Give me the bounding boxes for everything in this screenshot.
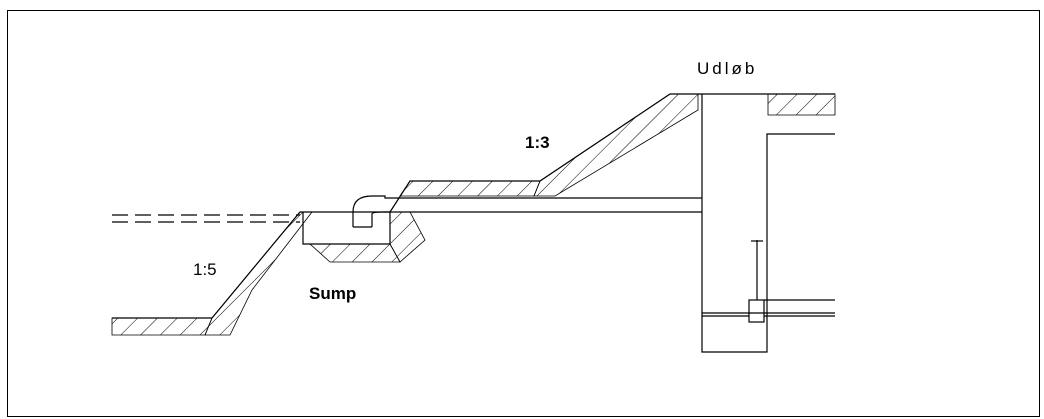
lower-slope-ratio-label: 1:5 [193, 260, 217, 279]
frame-top-left-segment [7, 10, 112, 11]
frame-top-main-segment [112, 10, 944, 11]
frame-top-right-segment [944, 10, 1040, 11]
soil-hatch-right [767, 93, 836, 116]
valve-body [748, 299, 765, 323]
outlet-pipe-upper [352, 195, 702, 227]
drawing-frame [7, 10, 1040, 417]
sump-label: Sump [309, 284, 357, 303]
soil-hatch-berm [399, 180, 541, 197]
soil-hatch-lower-slope [204, 211, 313, 336]
soil-hatch-sump-side [389, 211, 426, 263]
outlet-pipe-lower [371, 211, 702, 227]
outlet-label: Udløb [697, 59, 758, 78]
soil-hatch-upper-slope [533, 93, 699, 197]
soil-hatch-basin [111, 317, 213, 336]
upper-slope-ratio-label: 1:3 [525, 133, 550, 152]
outlet-well [701, 94, 835, 353]
soil-hatch-sump-bottom [308, 243, 401, 263]
sump-pit [302, 212, 391, 245]
